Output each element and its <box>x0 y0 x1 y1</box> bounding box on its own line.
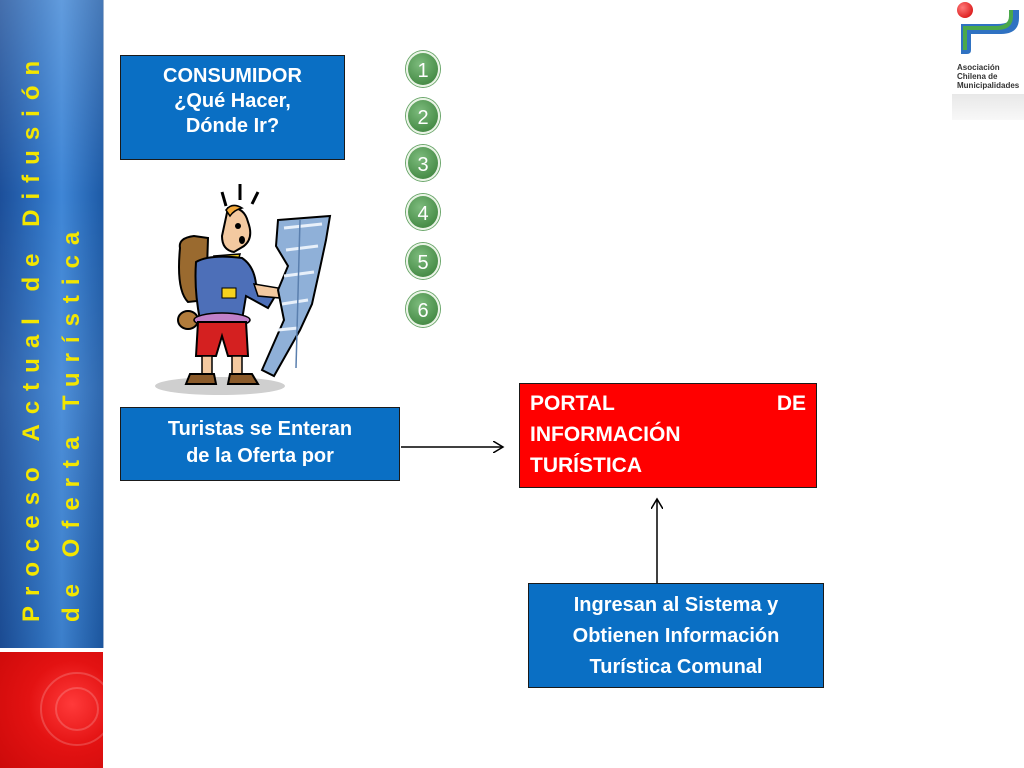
step-circle-4: 4 <box>406 194 440 230</box>
portal-box-line3: TURÍSTICA <box>530 454 642 477</box>
tourists-box: Turistas se Enteran de la Oferta por <box>120 407 400 481</box>
tourists-box-line2: de la Oferta por <box>186 445 334 467</box>
logo-mark-icon <box>961 10 1019 54</box>
system-box: Ingresan al Sistema y Obtienen Informaci… <box>528 583 824 688</box>
logo-text-line2: Chilena de <box>957 72 998 81</box>
step-circle-1: 1 <box>406 51 440 87</box>
tourist-with-map-illustration <box>155 184 332 395</box>
system-box-line3: Turística Comunal <box>589 656 763 678</box>
logo-text-line3: Municipalidades <box>957 81 1020 90</box>
portal-box-line2: INFORMACIÓN <box>530 423 681 446</box>
sidebar-title-line1: Proceso Actual de Difusión <box>18 50 45 622</box>
logo-text-line1: Asociación <box>957 63 1000 72</box>
step-circle-2: 2 <box>406 98 440 134</box>
portal-box: PORTAL DE INFORMACIÓN TURÍSTICA <box>519 383 817 488</box>
portal-box-line1: PORTAL DE <box>530 388 806 419</box>
sidebar-title-line2: de Oferta Turística <box>58 221 85 622</box>
step-circle-6: 6 <box>406 291 440 327</box>
logo-reflection <box>952 94 1024 120</box>
consumer-box-line1: CONSUMIDOR <box>163 65 302 87</box>
portal-box-line1-word1: PORTAL <box>530 392 615 415</box>
tourists-box-line1: Turistas se Enteran <box>167 418 353 440</box>
step-circle-5: 5 <box>406 243 440 279</box>
step-circle-3: 3 <box>406 145 440 181</box>
logo-text: Asociación Chilena de Municipalidades <box>957 63 1019 90</box>
consumer-box-line2: ¿Qué Hacer, <box>174 90 291 112</box>
decorative-swirl <box>40 672 114 746</box>
sidebar-accent-box <box>0 652 114 768</box>
logo-ball-icon <box>957 2 973 18</box>
system-box-line2: Obtienen Información <box>572 625 780 647</box>
portal-box-line1-word2: DE <box>776 392 806 415</box>
system-box-line1: Ingresan al Sistema y <box>573 594 779 616</box>
association-logo: Asociación Chilena de Municipalidades <box>952 0 1024 120</box>
consumer-box-line3: Dónde Ir? <box>185 115 280 137</box>
consumer-box: CONSUMIDOR ¿Qué Hacer, Dónde Ir? <box>120 55 345 160</box>
sidebar-sheen <box>0 0 103 648</box>
decorative-swirl <box>55 687 99 731</box>
sidebar-banner: Proceso Actual de Difusión de Oferta Tur… <box>0 0 104 648</box>
